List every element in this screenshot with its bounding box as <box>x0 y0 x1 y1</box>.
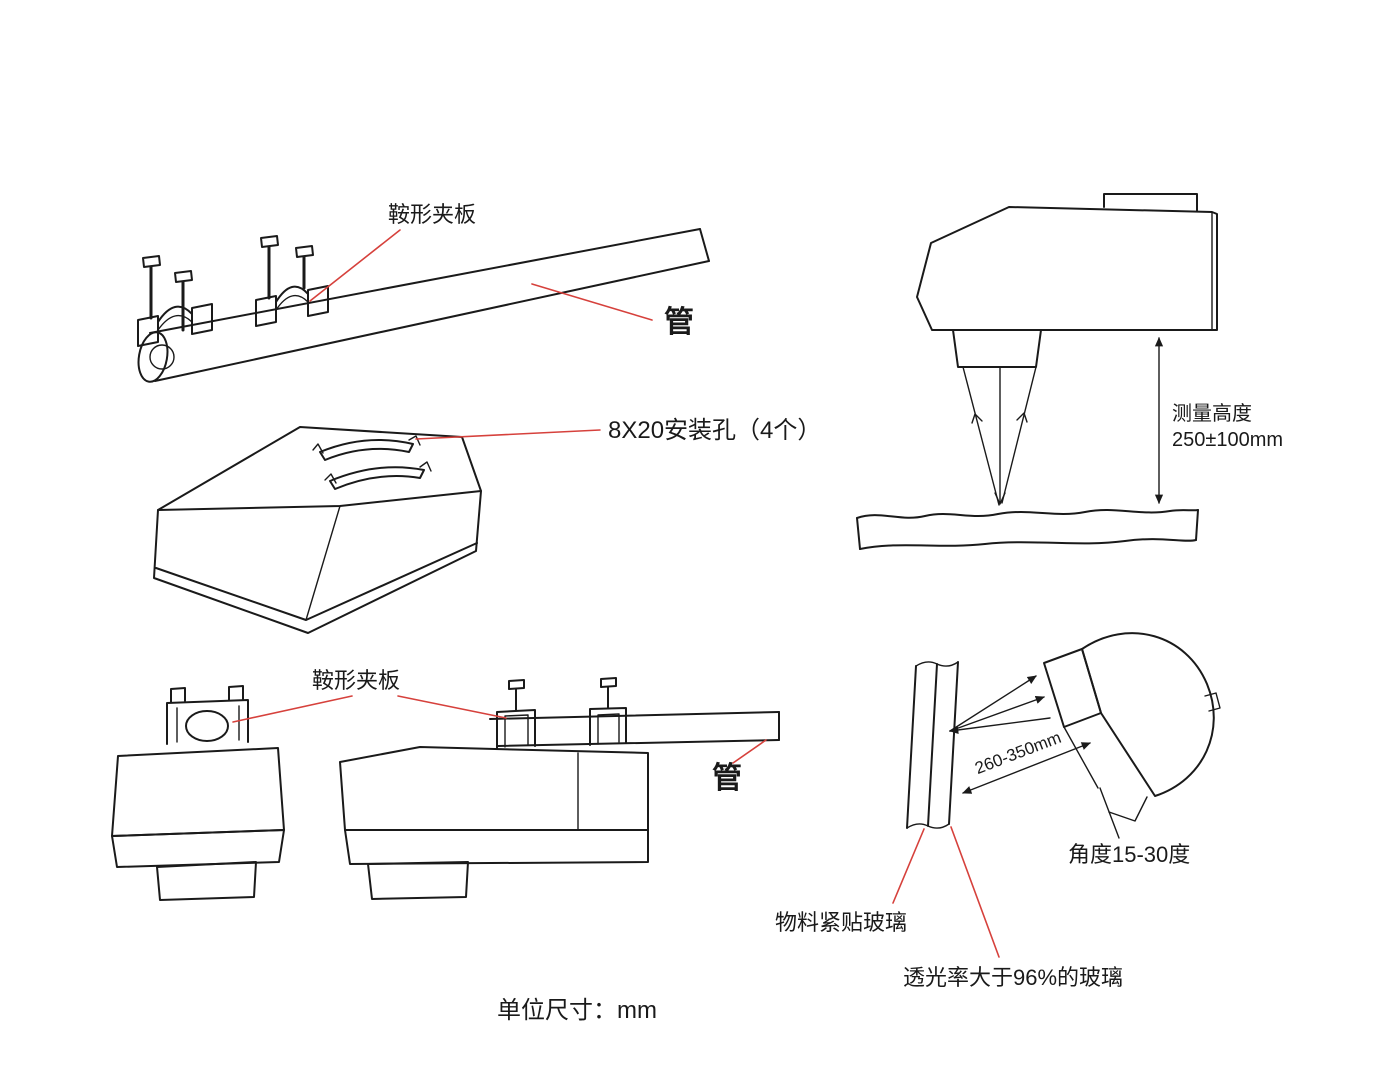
label-unit-note: 单位尺寸：mm <box>497 997 657 1024</box>
angle-pointer-line <box>1099 787 1120 839</box>
distance-dimension-arrow <box>962 742 1091 794</box>
ground-bottom-wave <box>859 538 1197 550</box>
leader-glass-note <box>950 826 1000 958</box>
pipe-right-endcap <box>699 228 710 262</box>
leader-clamp-bottom-left <box>232 695 353 723</box>
leader-pipe-bottom <box>732 739 767 764</box>
label-angle-range: 角度15-30度 <box>1068 842 1190 867</box>
side-foot <box>367 861 469 900</box>
side-rim <box>344 829 649 865</box>
label-measure-height-1: 测量高度 <box>1172 402 1252 425</box>
sensor-front-view <box>111 685 285 901</box>
glass-top-wave <box>915 661 959 667</box>
leader-mounting-holes <box>415 429 601 440</box>
pipe-bottom-edge <box>154 260 710 382</box>
glass-line-2 <box>927 663 938 827</box>
tilted-side-tab <box>1204 692 1221 712</box>
clamp-foot <box>307 285 329 317</box>
label-clamp-bottom: 鞍形夹板 <box>312 668 400 693</box>
pipe2-top-edge <box>489 711 780 720</box>
measuring-height-view: 测量高度 250±100mm <box>856 193 1283 550</box>
side-body <box>339 746 649 831</box>
tilted-snout <box>1043 648 1102 728</box>
clamp-arch-inner <box>157 314 193 331</box>
beam-left <box>962 366 1000 506</box>
label-distance-range: 260-350mm <box>972 728 1064 778</box>
front-clamp-outer <box>166 699 249 745</box>
slot-end-tick <box>408 435 421 446</box>
device-snout <box>952 329 1042 368</box>
device-body <box>916 206 1218 331</box>
label-material-note: 物料紧贴玻璃 <box>775 910 907 935</box>
side-clamp-a-inner <box>504 714 529 748</box>
leader-clamp-bottom-right <box>397 695 507 719</box>
label-measure-height-2: 250±100mm <box>1172 429 1283 451</box>
front-body <box>111 747 285 837</box>
leader-pipe-top <box>531 283 653 321</box>
fan-beam-3 <box>949 717 1051 735</box>
sensor-housing-view: 8X20安装孔（4个） <box>153 417 821 634</box>
bolt-head <box>295 245 314 258</box>
pipe-left-endcap <box>137 331 169 383</box>
tilted-sensor-glass-view: 260-350mm 角度15-30度 物料紧贴玻璃 透光率大于96%的玻璃 <box>775 632 1221 990</box>
label-glass-note: 透光率大于96%的玻璃 <box>903 965 1123 990</box>
label-pipe-bottom: 管 <box>712 762 742 795</box>
slot-end-tick <box>312 443 324 454</box>
saddle-clamp-1 <box>137 255 213 347</box>
glass-bottom-wave <box>906 823 950 829</box>
bolt-head <box>260 235 279 248</box>
beam-arrowhead-down <box>994 492 1006 505</box>
clamp-arch <box>157 305 193 323</box>
saddle-clamp-2 <box>255 235 329 327</box>
side-clamp-b-inner <box>597 713 620 745</box>
housing-silhouette <box>153 426 482 634</box>
mounting-slot-1 <box>319 439 414 461</box>
ground-top-wave <box>856 509 1199 519</box>
device-top-bump <box>1103 193 1198 212</box>
side-clamp-a-bolt-head <box>508 679 525 690</box>
slot-end-tick <box>419 461 432 472</box>
label-mounting-holes: 8X20安装孔（4个） <box>608 417 821 444</box>
bolt-head <box>174 270 193 283</box>
leader-material-note <box>892 828 925 904</box>
front-pipe-cross-section <box>185 710 229 742</box>
side-clamp-b-bolt-head <box>600 677 617 688</box>
beam-arrowhead-up-right <box>1016 412 1028 423</box>
housing-bottom-rim <box>155 542 478 621</box>
front-bolt-head-left <box>170 687 186 703</box>
ground-left-end <box>856 517 861 550</box>
bolt-head <box>142 255 161 268</box>
tilted-dome <box>1081 632 1215 797</box>
glass-line-1 <box>906 665 917 829</box>
slot-end-tick <box>324 473 337 484</box>
tilted-lower-edge <box>1063 726 1099 789</box>
pipe-top-edge <box>149 228 701 334</box>
housing-top-front-edge <box>157 490 482 511</box>
label-clamp-top: 鞍形夹板 <box>388 202 476 227</box>
label-pipe-top: 管 <box>664 306 694 339</box>
clamp-arch <box>275 285 309 303</box>
pipe2-bottom-edge <box>497 739 780 747</box>
front-rim <box>111 829 285 868</box>
clamp-foot <box>191 303 213 335</box>
tilted-foot <box>1108 796 1148 822</box>
side-clamp-b <box>589 707 627 746</box>
pipe-with-clamps-view: 鞍形夹板 管 <box>137 202 710 383</box>
clamp-foot <box>137 315 159 347</box>
front-foot <box>156 861 257 901</box>
fan-beam-2 <box>949 695 1045 732</box>
glass-line-3 <box>948 661 959 825</box>
fan-beam-1 <box>949 675 1037 732</box>
housing-front-crease <box>305 505 341 621</box>
leader-clamp-top <box>309 229 401 302</box>
beam-arrowhead-up-left <box>971 413 983 424</box>
mounting-slot-2 <box>329 466 425 490</box>
clamp-arch-inner <box>275 294 309 311</box>
front-bolt-head-right <box>228 685 244 701</box>
beam-right <box>1001 366 1037 504</box>
pipe-left-endcap-inner <box>149 344 175 370</box>
ground-right-end <box>1195 509 1199 541</box>
sensor-pipe-side-view: 鞍形夹板 管 <box>232 668 780 900</box>
